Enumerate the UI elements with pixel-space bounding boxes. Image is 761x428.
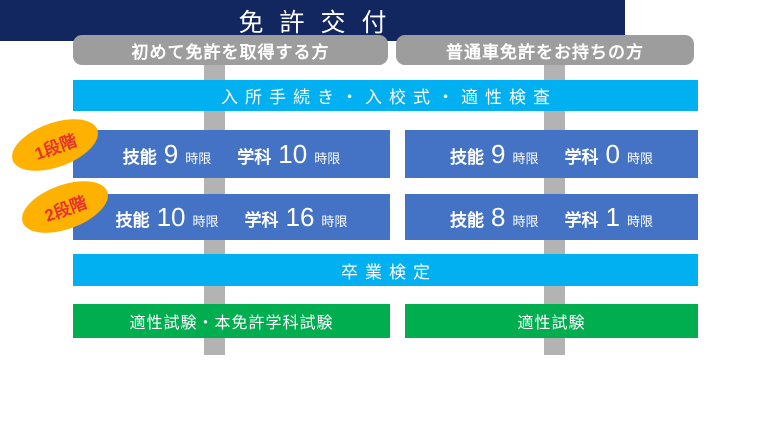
header-first-time-label: 初めて免許を取得する方	[131, 42, 330, 62]
header-has-license: 普通車免許をお持ちの方	[396, 35, 694, 65]
stage2-first-time-box: 技能 10 時限 学科 16 時限	[73, 194, 390, 240]
exam-has-license-label: 適性試験	[517, 315, 586, 332]
skill-unit: 時限	[512, 150, 539, 166]
skill-unit: 時限	[192, 213, 219, 229]
exam-has-license-bar: 適性試験	[405, 304, 698, 338]
skill-unit: 時限	[185, 150, 212, 166]
skill-hours-group: 技能 10 時限	[116, 204, 219, 231]
exam-first-time-label: 適性試験・本免許学科試験	[129, 315, 334, 332]
academic-hours: 1	[605, 201, 620, 232]
skill-hours: 8	[491, 201, 506, 232]
header-first-time: 初めて免許を取得する方	[73, 35, 388, 65]
stage1-first-time-box: 技能 9 時限 学科 10 時限	[73, 130, 390, 178]
skill-hours-group: 技能 8 時限	[450, 204, 538, 231]
skill-label: 技能	[450, 147, 485, 167]
academic-label: 学科	[244, 210, 279, 230]
step-license-issue-label: 免許交付	[238, 8, 403, 37]
academic-label: 学科	[564, 210, 599, 230]
academic-hours-group: 学科 1 時限	[565, 204, 653, 231]
skill-hours-group: 技能 9 時限	[450, 141, 538, 168]
skill-label: 技能	[115, 210, 150, 230]
academic-unit: 時限	[626, 213, 653, 229]
step-intake-label: 入所手続き・入校式・適性検査	[221, 88, 557, 107]
academic-unit: 時限	[626, 150, 653, 166]
stage1-badge-label: 1段階	[32, 130, 80, 164]
academic-hours-group: 学科 16 時限	[245, 204, 348, 231]
step-intake-bar: 入所手続き・入校式・適性検査	[73, 80, 698, 111]
step-license-issue-bar: 免許交付	[0, 0, 625, 41]
stage2-has-license-box: 技能 8 時限 学科 1 時限	[405, 194, 698, 240]
skill-hours: 9	[491, 138, 506, 169]
academic-hours-group: 学科 10 時限	[237, 141, 340, 168]
skill-hours-group: 技能 9 時限	[123, 141, 211, 168]
step-graduation-exam-bar: 卒業検定	[73, 254, 698, 286]
academic-hours: 10	[278, 138, 308, 169]
skill-unit: 時限	[512, 213, 539, 229]
academic-hours: 0	[605, 138, 620, 169]
stage1-has-license-box: 技能 9 時限 学科 0 時限	[405, 130, 698, 178]
exam-first-time-bar: 適性試験・本免許学科試験	[73, 304, 390, 338]
stage2-badge-label: 2段階	[42, 192, 90, 226]
academic-unit: 時限	[314, 150, 341, 166]
skill-hours: 10	[156, 201, 186, 232]
skill-label: 技能	[450, 210, 485, 230]
academic-hours: 16	[285, 201, 315, 232]
academic-label: 学科	[237, 147, 272, 167]
academic-label: 学科	[564, 147, 599, 167]
header-has-license-label: 普通車免許をお持ちの方	[446, 42, 644, 62]
skill-hours: 9	[163, 138, 179, 169]
step-graduation-exam-label: 卒業検定	[341, 262, 437, 282]
academic-hours-group: 学科 0 時限	[565, 141, 653, 168]
academic-unit: 時限	[321, 213, 348, 229]
skill-label: 技能	[122, 147, 157, 167]
